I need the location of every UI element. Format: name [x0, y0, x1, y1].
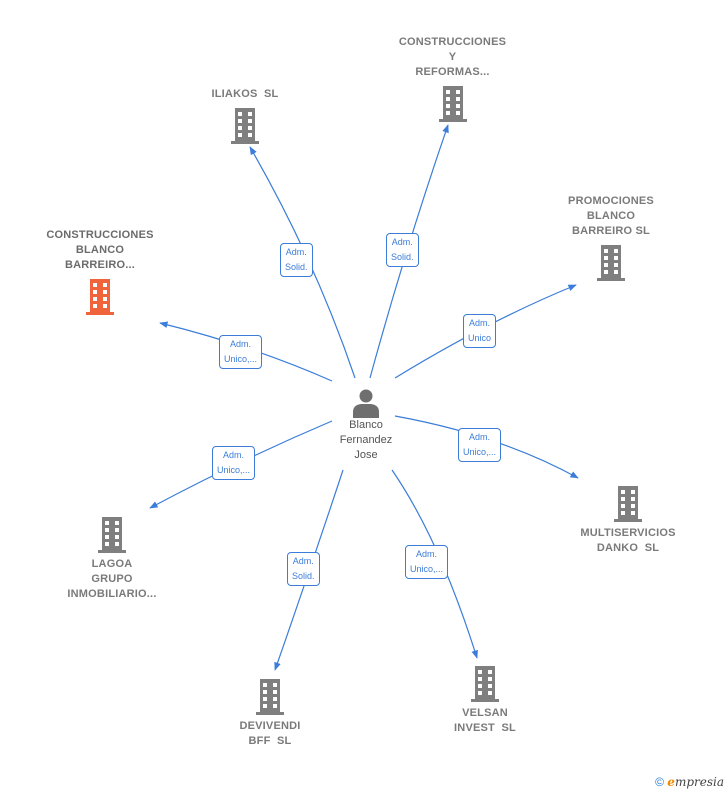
edge-label-devivendi[interactable]: Adm. Solid. — [287, 552, 320, 586]
company-node-iliakos[interactable]: ILIAKOS SL — [185, 87, 305, 144]
company-label: MULTISERVICIOS DANKO SL — [580, 527, 676, 554]
edge-label-lagoa[interactable]: Adm. Unico,... — [212, 446, 256, 480]
building-icon — [438, 86, 467, 122]
copyright-symbol: © — [655, 775, 664, 789]
company-label: PROMOCIONES BLANCO BARREIRO SL — [568, 195, 654, 237]
company-label: CONSTRUCCIONES Y REFORMAS... — [398, 36, 507, 78]
company-node-velsan[interactable]: VELSAN INVEST SL — [430, 666, 540, 736]
company-node-construcciones-blanco[interactable]: CONSTRUCCIONES BLANCO BARREIRO... — [30, 228, 170, 315]
building-icon — [256, 679, 284, 715]
building-icon — [471, 666, 499, 702]
building-icon — [98, 517, 126, 553]
building-icon — [231, 108, 259, 144]
building-icon — [597, 245, 625, 281]
edge-label-promociones-blanco[interactable]: Adm. Unico — [463, 314, 497, 348]
company-node-multiservicios[interactable]: MULTISERVICIOS DANKO SL — [565, 486, 691, 556]
building-icon — [86, 279, 114, 315]
company-label: ILIAKOS SL — [211, 88, 279, 100]
company-node-lagoa[interactable]: LAGOA GRUPO INMOBILIARIO... — [50, 517, 174, 602]
company-label: CONSTRUCCIONES BLANCO BARREIRO... — [46, 229, 154, 271]
company-node-construcciones-y-reformas[interactable]: CONSTRUCCIONES Y REFORMAS... — [385, 35, 520, 122]
edge-label-multiservicios[interactable]: Adm. Unico,... — [458, 428, 502, 462]
person-node[interactable]: Blanco Fernandez Jose — [316, 388, 416, 463]
person-icon — [353, 389, 379, 418]
brand-watermark: © empresia — [655, 775, 724, 789]
company-node-promociones-blanco[interactable]: PROMOCIONES BLANCO BARREIRO SL — [548, 194, 674, 281]
company-label: DEVIVENDI BFF SL — [239, 720, 301, 747]
building-icon — [614, 486, 642, 522]
person-name: Blanco Fernandez Jose — [339, 419, 393, 461]
brand-logo: empresia — [667, 775, 724, 789]
edge-label-construcciones-y-reformas[interactable]: Adm. Solid. — [386, 233, 419, 267]
company-label: LAGOA GRUPO INMOBILIARIO... — [67, 558, 157, 600]
edge-label-velsan[interactable]: Adm. Unico,... — [405, 545, 449, 579]
edge-label-construcciones-blanco[interactable]: Adm. Unico,... — [219, 335, 263, 369]
company-node-devivendi[interactable]: DEVIVENDI BFF SL — [215, 679, 325, 749]
edge-label-iliakos[interactable]: Adm. Solid. — [280, 243, 313, 277]
company-label: VELSAN INVEST SL — [454, 707, 516, 734]
